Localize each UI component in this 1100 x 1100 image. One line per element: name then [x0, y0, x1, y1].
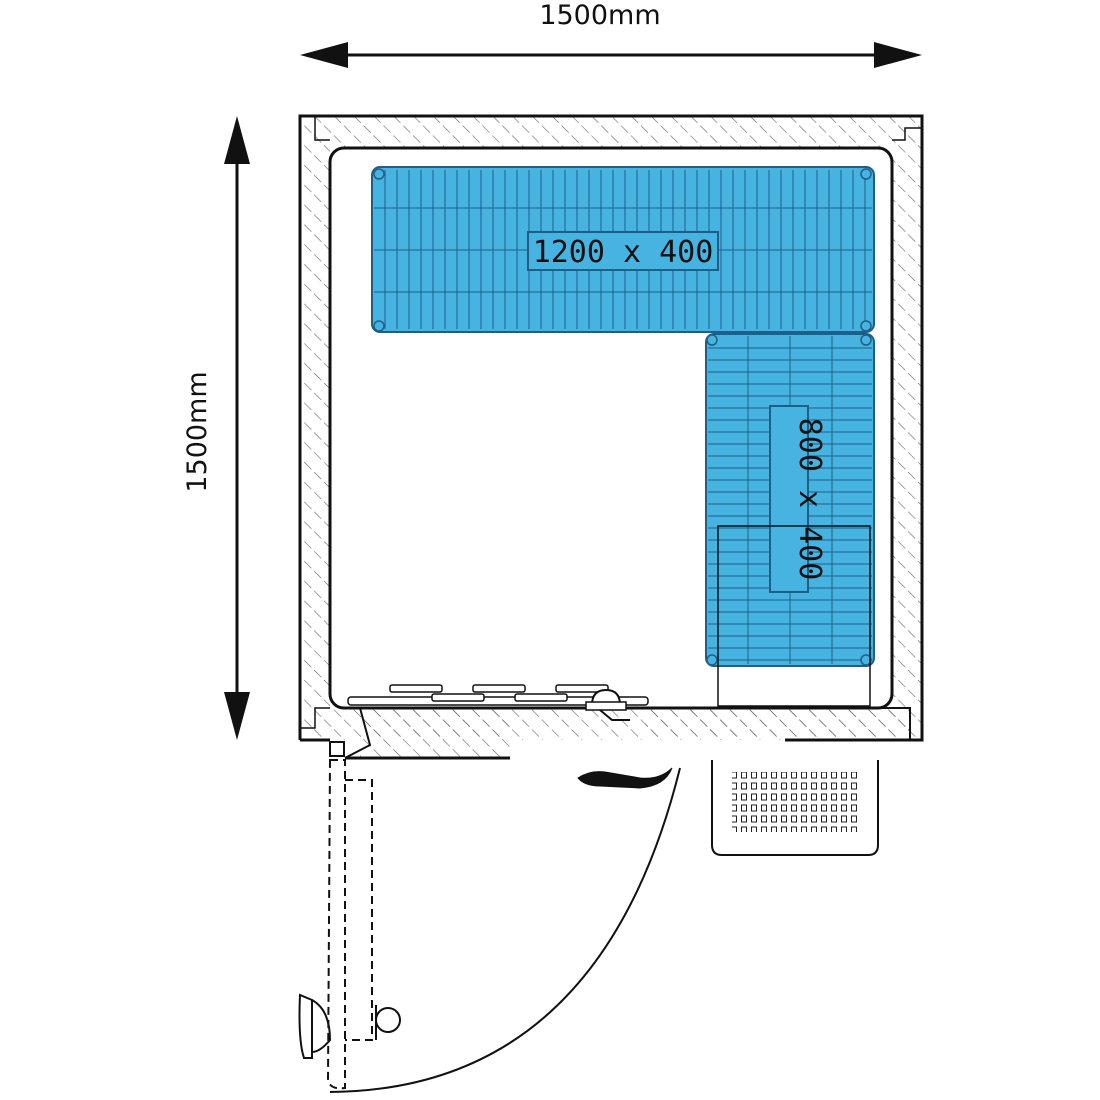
door-swing	[298, 741, 681, 1093]
inner-handle-icon	[577, 767, 673, 789]
shelf-top-label: 1200 x 400	[533, 235, 714, 270]
lock-icon	[585, 688, 630, 721]
door-threshold-fixtures	[347, 684, 649, 721]
hinge-icon	[329, 741, 345, 757]
height-label: 1500mm	[182, 371, 213, 492]
shelf-top-slats	[374, 170, 872, 329]
width-label: 1500mm	[539, 0, 660, 31]
arrow-right-icon	[874, 42, 922, 68]
shelf-side-label: 800 x 400	[792, 418, 827, 581]
shelf-side-label-box	[769, 405, 809, 593]
door-swing-arc	[329, 767, 681, 1093]
evaporator-outline	[717, 525, 871, 707]
condensing-unit	[711, 760, 879, 856]
arrow-up-icon	[224, 116, 250, 164]
shelf-top: 1200 x 400	[371, 166, 875, 333]
shelf-side-slats	[708, 336, 872, 664]
arrow-down-icon	[224, 692, 250, 740]
height-dimension: 1500mm	[182, 116, 250, 740]
shelf-side: 800 x 400	[705, 333, 875, 707]
arrow-left-icon	[300, 42, 348, 68]
shelf-top-label-box	[527, 231, 719, 271]
vent-grille	[732, 772, 857, 832]
width-dimension: 1500mm	[300, 0, 922, 68]
door-handle-icon	[298, 993, 401, 1059]
